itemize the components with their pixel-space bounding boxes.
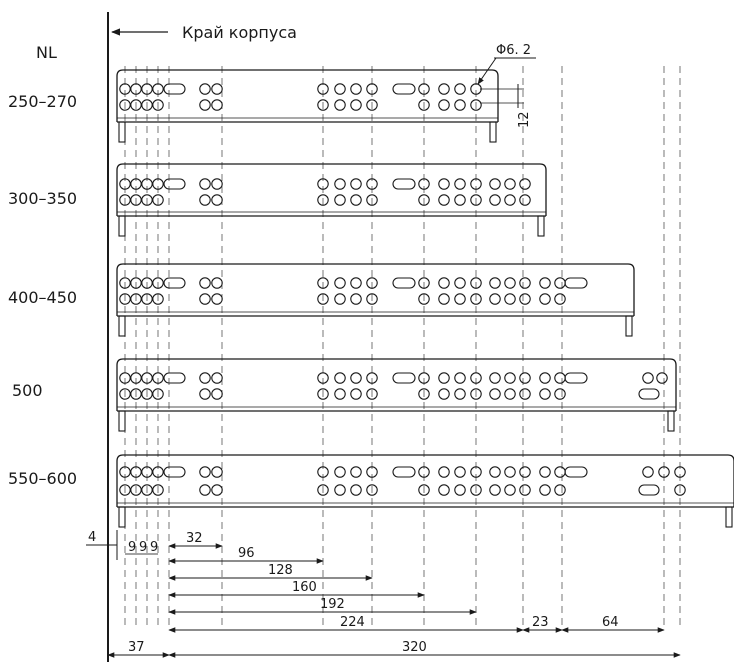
dim-label: 96 bbox=[238, 546, 255, 561]
row-label-300-350: 300–350 bbox=[8, 189, 77, 208]
dim-label: 224 bbox=[340, 615, 365, 630]
dim-label: 37 bbox=[128, 640, 145, 655]
dimension-pitch_9: 9 bbox=[136, 540, 147, 555]
dim-label: 32 bbox=[186, 531, 203, 546]
nl-header: NL bbox=[36, 43, 57, 62]
dimension-d160: 160 bbox=[168, 580, 425, 598]
dimension-pitch_9: 9 bbox=[147, 540, 158, 555]
hole-diameter-leader bbox=[477, 57, 497, 85]
rail-profile bbox=[116, 163, 547, 237]
dim-label: 160 bbox=[292, 580, 317, 595]
rail-profile bbox=[116, 454, 734, 528]
row-label-400-450: 400–450 bbox=[8, 288, 77, 307]
dimension-offset_4: 4 bbox=[86, 530, 118, 560]
dim-label: 4 bbox=[88, 530, 96, 545]
rail-profile bbox=[116, 358, 677, 432]
row-label-500: 500 bbox=[12, 381, 43, 400]
dim-12-label: 12 bbox=[517, 111, 532, 128]
row-label-550-600: 550–600 bbox=[8, 469, 77, 488]
dim-label: 64 bbox=[602, 615, 619, 630]
cabinet-edge-label: Край корпуса bbox=[182, 23, 297, 42]
dim-label: 9 bbox=[150, 540, 158, 555]
dim-label: 9 bbox=[139, 540, 147, 555]
dimension-d320: 320 bbox=[168, 640, 681, 658]
dimension-d64: 64 bbox=[561, 615, 665, 633]
rail-profile bbox=[116, 69, 499, 143]
rail-profile bbox=[116, 263, 635, 337]
dimension-pitch_9: 9 bbox=[125, 540, 136, 555]
dim-label: 23 bbox=[532, 615, 549, 630]
dimension-d37: 37 bbox=[107, 640, 170, 658]
dim-label: 9 bbox=[128, 540, 136, 555]
dimension-d96: 96 bbox=[168, 546, 324, 564]
row-label-250-270: 250–270 bbox=[8, 92, 77, 111]
dimension-d192: 192 bbox=[168, 597, 477, 615]
dim-label: 320 bbox=[402, 640, 427, 655]
dim-label: 128 bbox=[268, 563, 293, 578]
dimension-d128: 128 bbox=[168, 563, 373, 581]
dimension-d23: 23 bbox=[522, 615, 563, 633]
dimension-d224: 224 bbox=[168, 615, 524, 633]
rail-profiles bbox=[116, 69, 734, 528]
hole-diameter-label: Φ6. 2 bbox=[496, 43, 531, 58]
dimension-extension-lines bbox=[124, 66, 681, 625]
dim-label: 192 bbox=[320, 597, 345, 612]
dimension-d32: 32 bbox=[168, 531, 223, 549]
